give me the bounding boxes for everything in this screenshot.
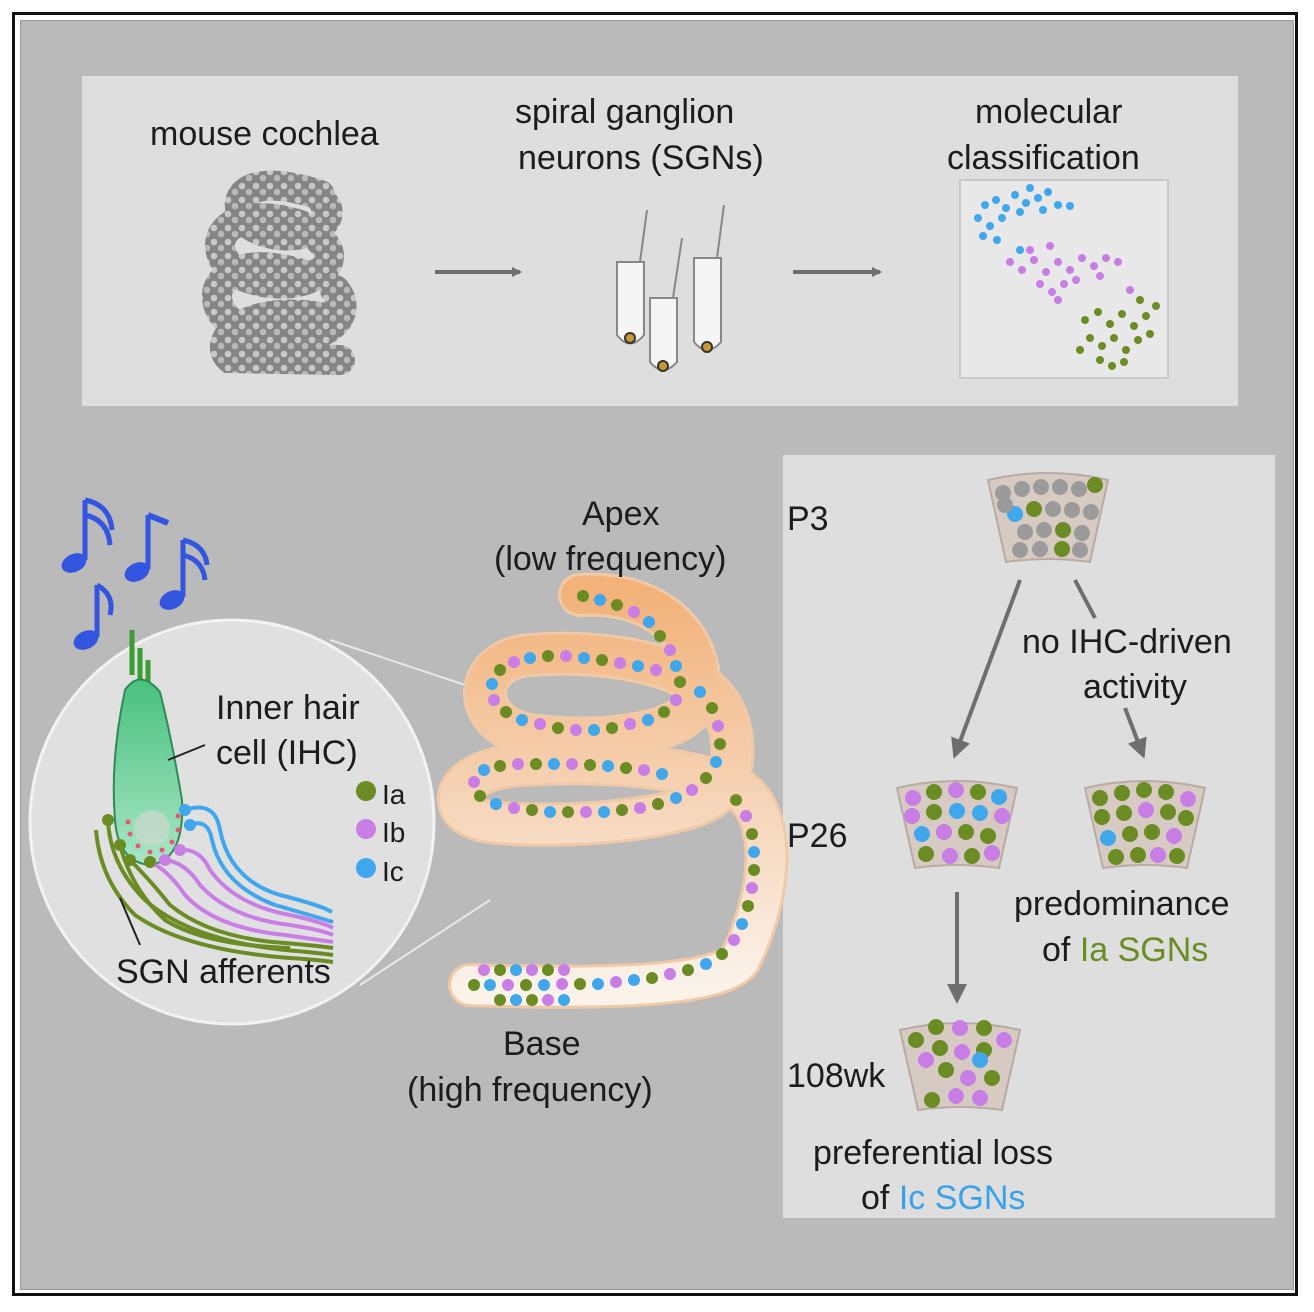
wedge-p3 [986,472,1110,564]
workflow-step2-line1: spiral ganglion [515,93,735,131]
predominance-line2: of Ia SGNs [1042,931,1209,969]
legend-ic-label: Ic [382,856,404,887]
base-label: Base [503,1025,581,1063]
cochlea-spiral-illustration [436,572,789,1009]
workflow-step2-line2: neurons (SGNs) [518,139,764,177]
workflow-step1-label: mouse cochlea [150,115,379,153]
tubes-illustration [616,204,725,372]
legend-ic-dot [356,858,376,878]
ihc-label-line2: cell (IHC) [216,734,358,772]
loss-line1: preferential loss [813,1134,1054,1172]
apex-label: Apex [582,495,660,533]
sgn-afferents-label: SGN afferents [116,953,331,991]
no-activity-line2: activity [1083,668,1187,706]
ic-sgns-highlight: Ic SGNs [898,1179,1026,1217]
workflow-step3-line2: classification [947,139,1140,177]
cochlea-sgn-dots [468,590,760,1006]
predominance-line1: predominance [1014,885,1230,923]
ihc-label-line1: Inner hair [216,689,360,727]
stage-p3-label: P3 [787,500,829,538]
wedge-108wk [898,1019,1022,1112]
loss-line2: of Ic SGNs [861,1179,1026,1217]
stage-108wk-label: 108wk [787,1057,886,1095]
mouse-cochlea-illustration [202,170,357,375]
ia-sgns-highlight: Ia SGNs [1079,931,1209,969]
wedge-p26-normal [895,780,1019,870]
wedge-p26-no-activity [1083,780,1207,870]
tsne-scatter-plot [959,179,1169,379]
no-activity-line1: no IHC-driven [1022,623,1232,661]
legend-ib-label: Ib [382,817,406,848]
workflow-step3-line1: molecular [975,93,1123,131]
arrow-p3-to-p26 [951,579,1022,759]
arrow-no-activity-to-p26 [1123,707,1147,759]
arrow-p3-to-no-activity [1073,579,1097,619]
legend-ia-dot [356,781,376,801]
music-notes-icon [61,497,210,650]
legend-ia-label: Ia [382,779,406,810]
ihc-inset [28,618,491,1026]
stage-p26-label: P26 [787,817,848,855]
base-frequency-label: (high frequency) [407,1071,653,1109]
apex-frequency-label: (low frequency) [494,540,727,578]
legend-ib-dot [356,819,376,839]
